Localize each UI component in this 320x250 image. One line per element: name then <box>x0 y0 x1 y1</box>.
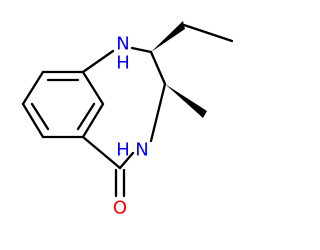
diazepine-ring <box>81 46 167 198</box>
bond-aromatic-inner-3 <box>30 102 50 131</box>
atom-label-n1: N <box>116 34 129 55</box>
bond-c2-c3 <box>149 50 167 86</box>
ethyl-group <box>151 21 234 52</box>
bond-aromatic-inner-2 <box>76 102 96 131</box>
bond-c3-n4 <box>149 82 167 143</box>
molecule-structure-diagram: N H N H O <box>21 21 234 219</box>
wedge-bond-ethyl <box>151 21 185 52</box>
atom-label-o: O <box>113 198 127 219</box>
bond-aromatic-3 <box>81 102 105 139</box>
bond-aromatic-5 <box>21 102 45 139</box>
bond-n4-c5 <box>118 151 135 170</box>
atom-label-n4: N <box>135 140 148 161</box>
wedge-bond-methyl <box>165 84 207 118</box>
benzene-ring <box>21 70 105 139</box>
methyl-group <box>165 84 207 118</box>
bond-c9a-n1 <box>81 49 115 74</box>
atom-label-h4: H <box>116 140 130 161</box>
bond-c5-c5a <box>81 135 122 170</box>
bond-ethyl-ch2-ch3 <box>182 23 234 43</box>
bond-n1-c2 <box>130 46 153 54</box>
atom-labels: N H N H O <box>113 34 149 219</box>
bond-aromatic-6 <box>21 70 45 106</box>
atom-label-h1: H <box>116 53 130 74</box>
bond-aromatic-2 <box>81 70 105 106</box>
